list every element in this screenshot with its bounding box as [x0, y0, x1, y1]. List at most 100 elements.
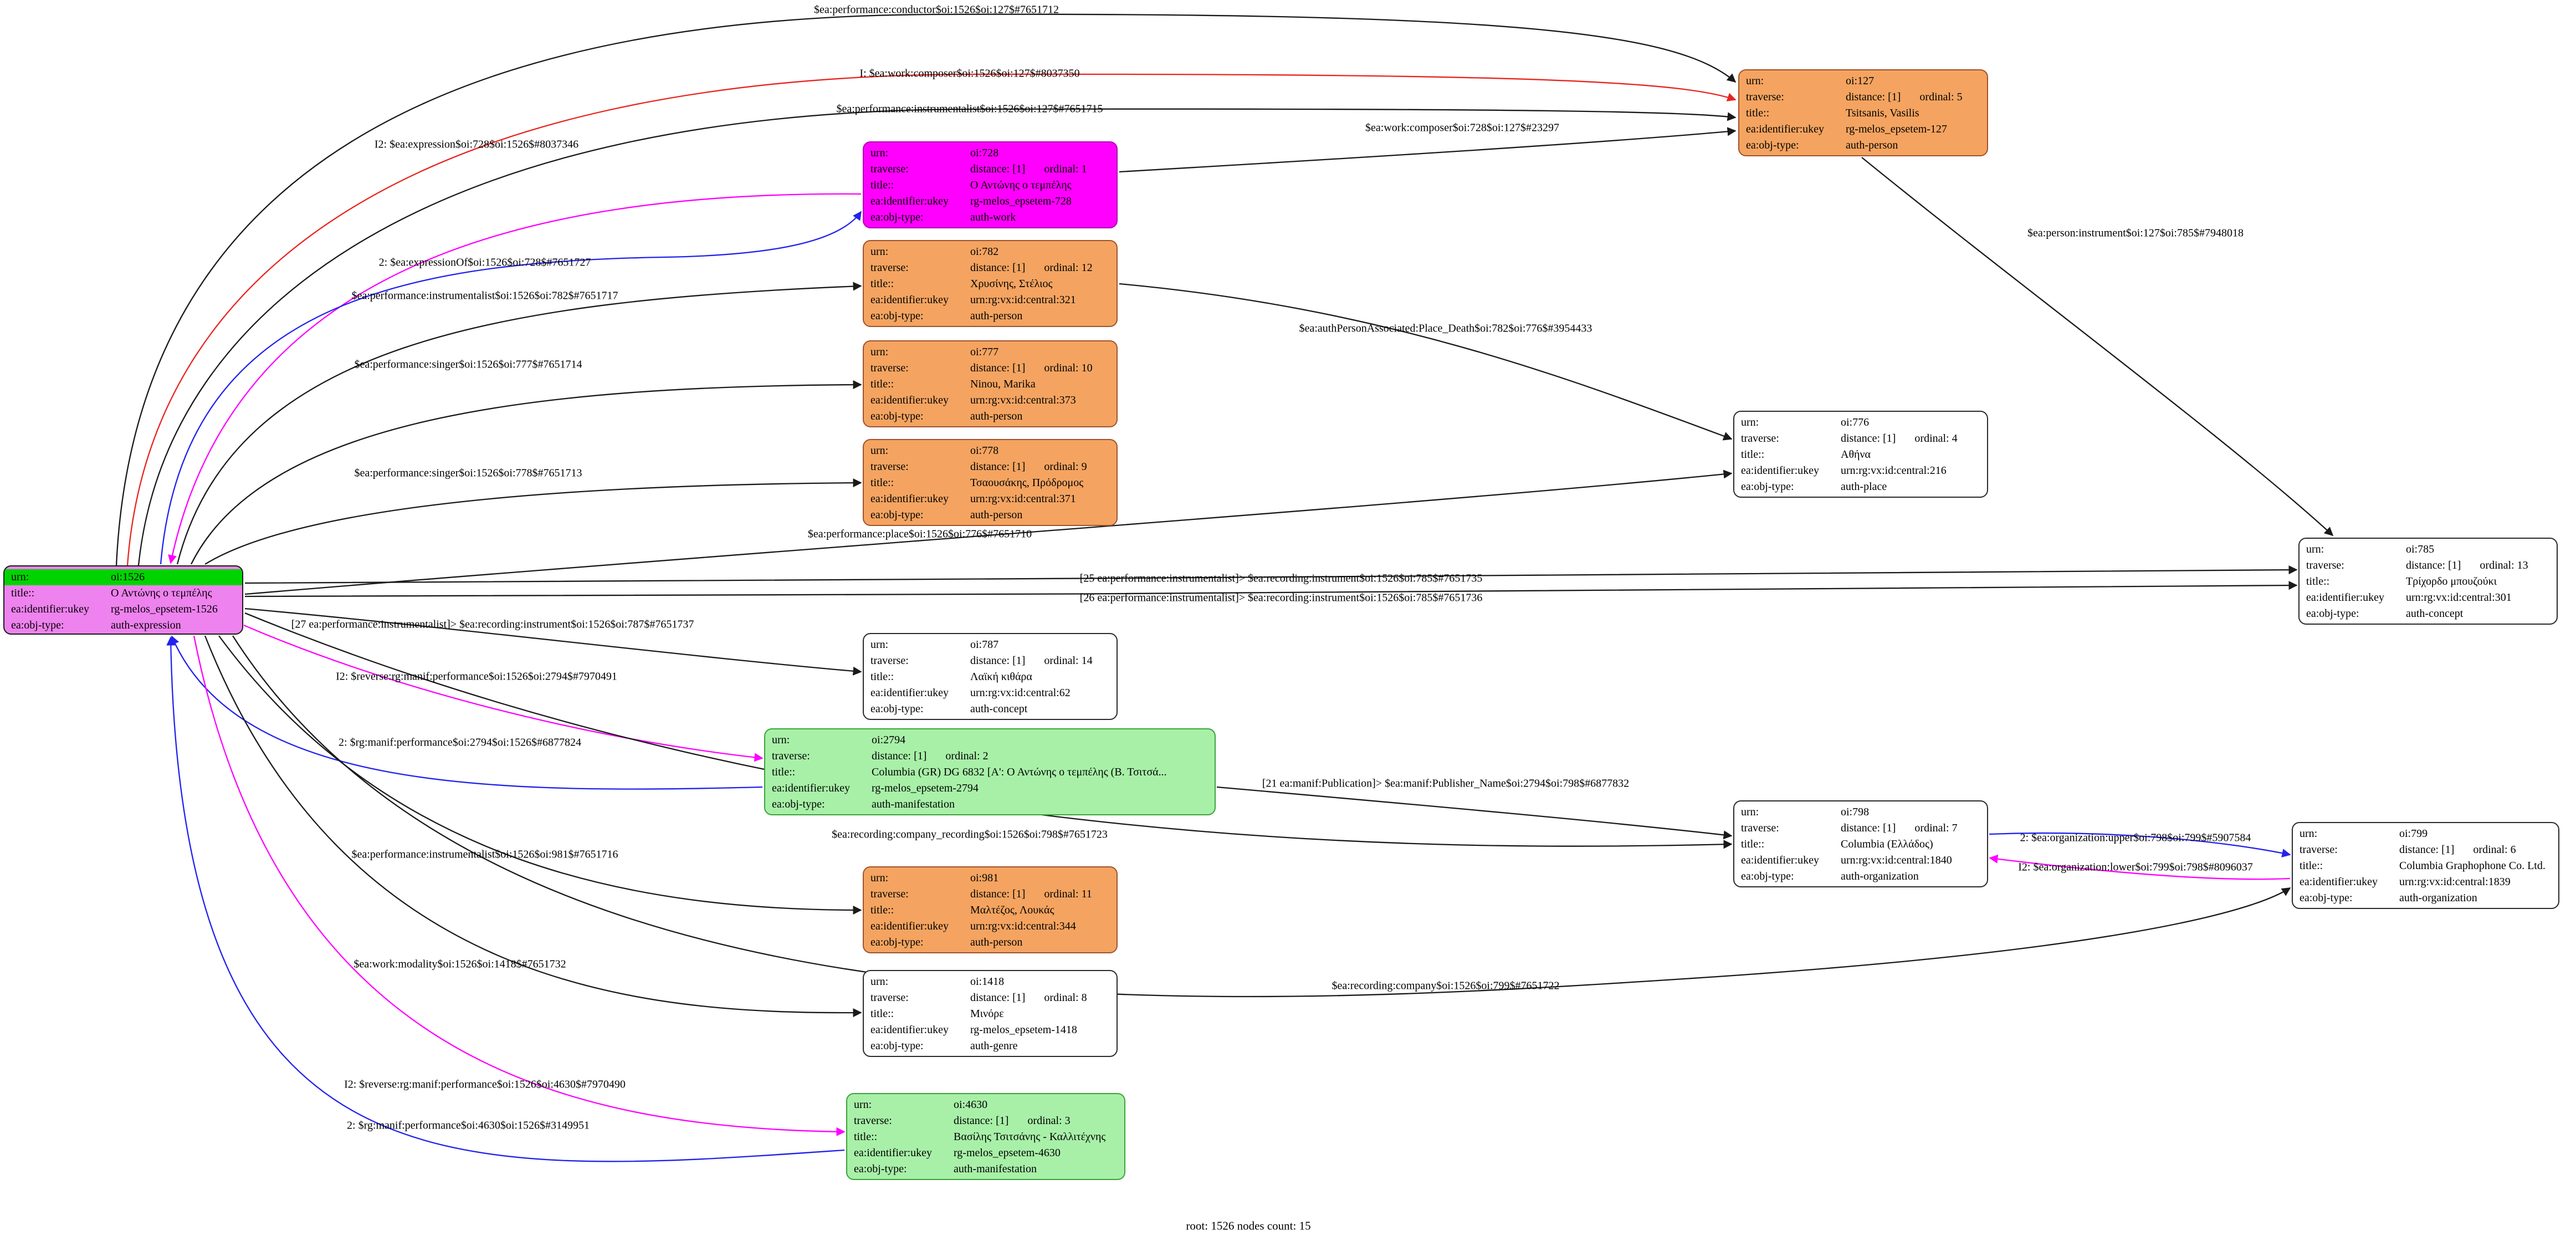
edge-e6: [160, 211, 862, 565]
edge-label-e17: 2: $rg:manif:performance$oi:2794$oi:1526…: [339, 736, 581, 749]
field-value-part: auth-person: [970, 936, 1023, 948]
node-row: traverse:distance: [1]ordinal: 6: [2293, 842, 2558, 858]
field-value-part: urn:rg:vx:id:central:321: [970, 294, 1076, 306]
node-row: urn:oi:2794: [765, 732, 1215, 748]
field-label: urn:: [870, 445, 889, 457]
field-value: distance: [1]ordinal: 10: [970, 360, 1110, 376]
node-row: title::Λαϊκή κιθάρα: [864, 669, 1117, 685]
field-label: ea:obj-type:: [772, 798, 825, 810]
field-value: urn:rg:vx:id:central:1839: [2399, 874, 2552, 890]
field-value-part: rg-melos_epsetem-2794: [872, 782, 979, 794]
edge-label-e26: 2: $rg:manif:performance$oi:4630$oi:1526…: [347, 1119, 590, 1132]
node-row: title::Αθήνα: [1734, 447, 1987, 463]
edge-e15: [244, 607, 862, 676]
edge-label-e24: $ea:recording:company$oi:1526$oi:799$#76…: [1331, 979, 1560, 992]
node-row: urn:oi:4630: [847, 1097, 1124, 1113]
edge-e3: [137, 108, 1737, 566]
node-row: traverse:distance: [1]ordinal: 14: [864, 653, 1117, 669]
field-label: title::: [870, 671, 894, 683]
field-value: Columbia (Ελλάδος): [1841, 836, 1980, 852]
edge-label-e23: $ea:work:modality$oi:1526$oi:1418$#76517…: [354, 958, 566, 971]
field-value-part: oi:127: [1846, 75, 1875, 87]
field-value-part: auth-person: [970, 509, 1023, 521]
field-value-part: auth-manifestation: [954, 1163, 1037, 1175]
node-row: ea:identifier:ukey urn:rg:vx:id:central:1…: [2293, 874, 2558, 890]
field-value: oi:2794: [872, 732, 1208, 748]
field-value: distance: [1]ordinal: 8: [970, 990, 1110, 1006]
field-label: title::: [870, 904, 894, 916]
field-value: oi:798: [1841, 804, 1980, 820]
field-value-part: auth-concept: [2406, 607, 2464, 620]
edge-e2: [126, 73, 1737, 566]
field-label: traverse:: [870, 992, 909, 1004]
field-value: auth-manifestation: [872, 796, 1208, 813]
field-value-part: auth-work: [970, 211, 1016, 223]
field-label: ea:obj-type:: [870, 310, 924, 322]
field-value-part: distance: [1]: [1841, 432, 1896, 445]
node-row: ea:obj-type:auth-work: [864, 210, 1117, 226]
edge-e1: [115, 13, 1737, 566]
field-label: urn:: [2300, 828, 2318, 840]
field-value-part: oi:1418: [970, 976, 1005, 988]
field-value: rg-melos_epsetem-1526: [111, 601, 235, 617]
field-value: Λαϊκή κιθάρα: [970, 669, 1110, 685]
field-value-part: Τσαουσάκης, Πρόδρομος: [970, 477, 1084, 489]
field-value: auth-person: [1846, 137, 1980, 154]
field-value: oi:778: [970, 443, 1110, 459]
field-value: rg-melos_epsetem-728: [970, 193, 1110, 210]
field-label: traverse:: [870, 888, 909, 900]
field-value: rg-melos_epsetem-4630: [954, 1145, 1118, 1161]
field-value: auth-concept: [970, 701, 1110, 717]
node-row: title::Μινόρε: [864, 1006, 1117, 1022]
field-value-part: rg-melos_epsetem-4630: [954, 1147, 1061, 1159]
field-value: oi:785: [2406, 542, 2550, 558]
field-label: ea:identifier:ukey: [870, 687, 949, 699]
field-value: oi:787: [970, 637, 1110, 653]
field-label: urn:: [870, 147, 889, 159]
edge-label-e3: $ea:performance:instrumentalist$oi:1526$…: [836, 103, 1103, 115]
field-value: Μαλτέζος, Λουκάς: [970, 902, 1110, 918]
field-value: Tsitsanis, Vasilis: [1846, 105, 1980, 121]
field-value-part: Columbia (GR) DG 6832 [Α': Ο Αντώνης ο τ…: [872, 766, 1167, 778]
field-value: urn:rg:vx:id:central:371: [970, 491, 1110, 507]
field-value-part: Τρίχορδο μπουζούκι: [2406, 575, 2497, 588]
field-value-part: ordinal: 13: [2480, 559, 2528, 571]
node-row: title::Columbia (Ελλάδος): [1734, 836, 1987, 852]
field-value-part: distance: [1]: [2399, 844, 2455, 856]
node-row: traverse:distance: [1]ordinal: 7: [1734, 820, 1987, 836]
field-label: ea:obj-type:: [1741, 481, 1794, 493]
field-value-part: distance: [1]: [970, 262, 1026, 274]
field-value-part: ordinal: 14: [1044, 655, 1093, 667]
field-label: traverse:: [1741, 432, 1779, 445]
field-value: distance: [1]ordinal: 12: [970, 260, 1110, 276]
field-value: oi:782: [970, 244, 1110, 260]
field-value-part: oi:785: [2406, 543, 2435, 555]
edge-label-e1: $ea:performance:conductor$oi:1526$oi:127…: [813, 3, 1059, 16]
field-value: oi:981: [970, 870, 1110, 886]
field-label: ea:obj-type:: [1746, 139, 1799, 151]
node-row: urn:oi:799: [2293, 826, 2558, 842]
edge-e12: [1861, 157, 2334, 537]
field-value-part: ordinal: 10: [1044, 362, 1093, 374]
edge-e7: [176, 282, 862, 565]
field-label: ea:identifier:ukey: [2300, 876, 2378, 888]
field-value: auth-place: [1841, 479, 1980, 495]
node-row: ea:obj-type:auth-expression: [4, 617, 242, 634]
field-value: Ο Αντώνης ο τεμπέλης: [970, 177, 1110, 193]
field-value: auth-person: [970, 408, 1110, 425]
node-row: traverse:distance: [1]ordinal: 2: [765, 748, 1215, 764]
field-label: title::: [1741, 448, 1765, 461]
node-row: urn:oi:776: [1734, 415, 1987, 431]
node-row: traverse:distance: [1]ordinal: 9: [864, 459, 1117, 475]
field-value-part: urn:rg:vx:id:central:344: [970, 920, 1076, 932]
